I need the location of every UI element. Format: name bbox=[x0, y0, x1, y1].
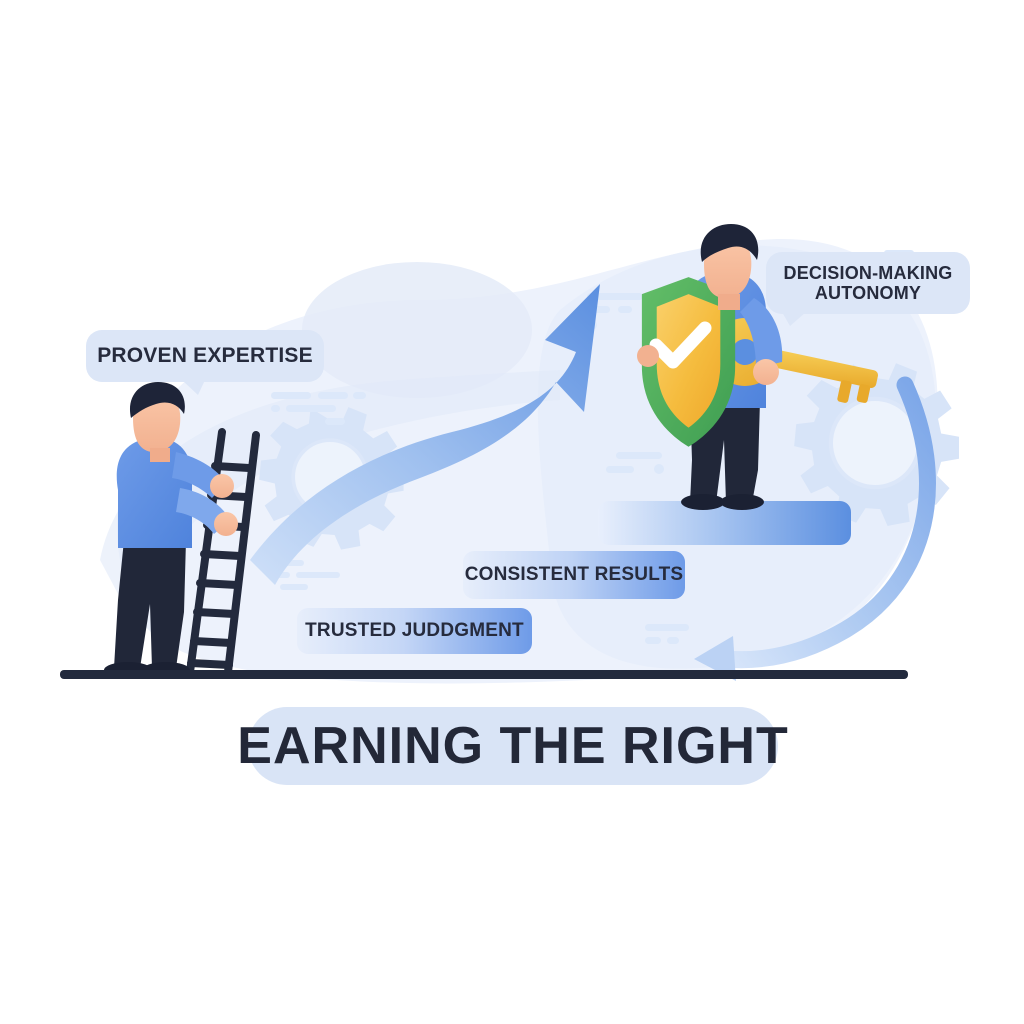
figure-left-hand-upper bbox=[210, 474, 234, 498]
main-arrow bbox=[250, 284, 600, 585]
page-title-text: EARNING THE RIGHT bbox=[237, 716, 789, 775]
background-swoosh bbox=[100, 370, 560, 620]
speech-tail-icon bbox=[182, 380, 205, 395]
label-autonomy-line1: DECISION-MAKING bbox=[783, 262, 953, 283]
checkmark-icon bbox=[649, 321, 712, 369]
background-ellipse-bubble bbox=[302, 262, 532, 398]
label-decision-making-autonomy: DECISION-MAKING AUTONOMY bbox=[766, 252, 970, 326]
ground-line bbox=[60, 670, 908, 679]
ladder bbox=[186, 428, 260, 676]
figure-right-neck bbox=[718, 294, 740, 310]
label-consistent-results: CONSISTENT RESULTS bbox=[463, 551, 685, 599]
label-trusted-judgment: TRUSTED JUDDGMENT bbox=[297, 608, 532, 654]
figure-left-hand-lower bbox=[214, 512, 238, 536]
label-trusted-judgment-text: TRUSTED JUDDGMENT bbox=[305, 620, 524, 642]
label-decision-making-autonomy-text: DECISION-MAKING AUTONOMY bbox=[784, 263, 953, 303]
figure-right-arm bbox=[740, 298, 783, 368]
figure-left-hair bbox=[129, 382, 185, 418]
label-proven-expertise-text: PROVEN EXPERTISE bbox=[97, 344, 313, 368]
label-consistent-results-text: CONSISTENT RESULTS bbox=[464, 564, 684, 586]
figure-right-shoe-right bbox=[720, 494, 764, 510]
label-proven-expertise: PROVEN EXPERTISE bbox=[86, 330, 324, 395]
figure-left-neck bbox=[150, 448, 170, 462]
loop-arrow-head bbox=[694, 636, 736, 681]
figure-right-hand-left bbox=[637, 345, 659, 367]
page-title: EARNING THE RIGHT bbox=[237, 707, 788, 785]
figure-right-shoe-left bbox=[681, 494, 725, 510]
figure-right-hand bbox=[753, 359, 779, 385]
figure-left-torso bbox=[116, 437, 192, 548]
figure-right-with-shield bbox=[637, 224, 878, 510]
speech-tail-icon bbox=[782, 312, 806, 326]
figure-left-legs bbox=[114, 540, 186, 668]
shield-icon bbox=[641, 277, 736, 447]
figure-left-with-ladder bbox=[104, 382, 260, 678]
pedestal bbox=[598, 501, 851, 545]
label-autonomy-line2: AUTONOMY bbox=[814, 283, 922, 303]
figure-right-hair bbox=[700, 224, 759, 262]
loop-arrow bbox=[694, 376, 936, 681]
